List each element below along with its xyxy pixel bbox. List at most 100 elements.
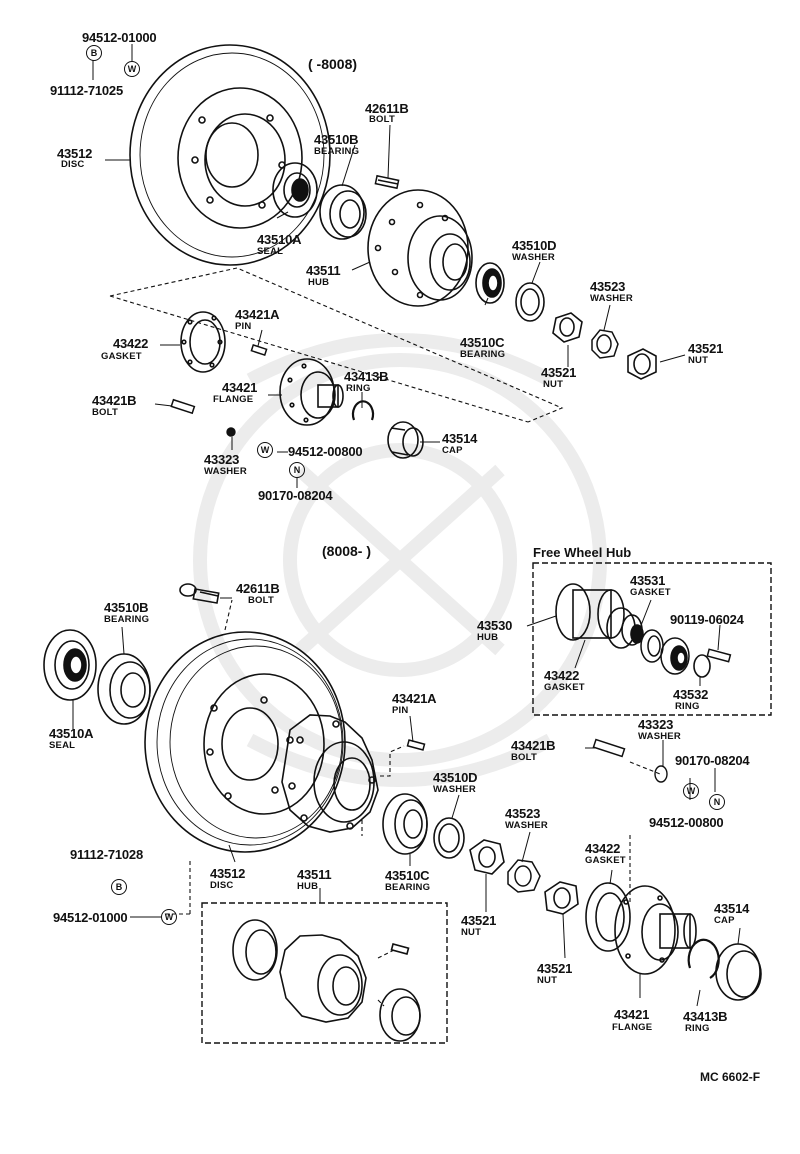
lower-cap [715,943,762,1001]
upper-seal [272,162,318,218]
upper-washer-d [515,282,545,322]
lower-nut-outer-name: NUT [537,975,558,986]
lower-washer-d-partno: 43510D [433,770,478,785]
upper-gasket-partno: 43422 [113,336,149,351]
upper-ring-name: RING [346,383,371,394]
upper-flange-bolt [170,398,196,415]
fw-gasket-top-name: GASKET [630,587,671,598]
lower-disc-name: DISC [210,880,234,891]
upper-bolt-name: BOLT [369,114,395,125]
upper-hardware-94512-label: 94512-01000 [82,30,157,45]
lower-flange-name: FLANGE [612,1022,653,1033]
upper-flange [279,358,344,426]
fw-gasket-bottom-name: GASKET [544,682,585,693]
fw-bolt [706,648,732,663]
lower-gasket [585,882,631,952]
lower-bearing-c [382,793,428,855]
upper-bolt-partno: 42611B [365,101,409,116]
upper-washer-323-partno: 43323 [204,452,240,467]
upper-locking-hub-outline [109,267,564,423]
code-n-icon: N [289,462,305,478]
document-code: MC 6602-F [700,1070,761,1084]
upper-flange-bolt-partno: 43421B [92,393,137,408]
lower-pin [406,739,426,751]
upper-pin-name: PIN [235,321,252,332]
lower-disc-partno: 43512 [210,866,246,881]
upper-nut-inner [552,312,583,343]
code-b-icon: B [111,879,127,895]
upper-nut-inner-partno: 43521 [541,365,577,380]
code-w-icon: W [124,61,140,77]
lower-bearing-b [97,653,151,725]
upper-washer-323-name: WASHER [204,466,247,477]
lower-small-washer [654,765,668,783]
lower-ring-name: RING [685,1023,710,1034]
upper-bearing-c [475,262,505,304]
fw-inner-hub [660,637,690,675]
upper-washer-d-partno: 43510D [512,238,557,253]
upper-pin-partno: 43421A [235,307,280,322]
lower-bolt-name: BOLT [248,595,274,606]
code-w-icon: W [257,442,273,458]
lower-nut-inner-partno: 43521 [461,913,497,928]
upper-bearing-b [319,184,367,240]
upper-flange-bolt-name: BOLT [92,407,118,418]
upper-hub [367,189,473,307]
upper-disc-partno: 43512 [57,146,93,161]
upper-seal-partno: 43510A [257,232,302,247]
upper-lock-washer-partno: 43523 [590,279,626,294]
lower-flange-bolt-partno: 43421B [511,738,556,753]
upper-nut-outer-partno: 43521 [688,341,724,356]
upper-lock-washer-name: WASHER [590,293,633,304]
upper-flange-name: FLANGE [213,394,254,405]
code-w-icon: W [161,909,177,925]
lower-hub-box-parts [232,919,421,1042]
upper-gasket [180,311,226,373]
lower-seal-name: SEAL [49,740,76,751]
upper-pin [250,344,268,356]
watermark-emblem [193,333,607,787]
upper-hardware-90170-label: 90170-08204 [258,488,333,503]
fw-leader-lines [526,599,721,686]
fw-ring-name: RING [675,701,700,712]
lower-hardware-94512-00800-label: 94512-00800 [649,815,724,830]
section-header-lower: (8008- ) [322,543,372,559]
upper-cap-partno: 43514 [442,431,478,446]
lower-nut-outer [544,881,579,915]
lower-hub [281,714,379,833]
lower-nut-inner-name: NUT [461,927,482,938]
upper-small-washer [226,427,236,437]
code-n-icon: N [709,794,725,810]
fw-hub-name: HUB [477,632,499,643]
upper-washer-d-name: WASHER [512,252,555,263]
fw-ring-partno: 43532 [673,687,709,702]
upper-hub-bolt [374,174,400,190]
lower-flange-partno: 43421 [614,1007,650,1022]
code-b-icon: B [86,45,102,61]
upper-hardware-94512-00800-label: 94512-00800 [288,444,363,459]
lower-hub-partno: 43511 [297,867,332,882]
lower-washer-323-name: WASHER [638,731,681,742]
upper-snap-ring [351,400,375,421]
fw-gasket [640,629,664,663]
upper-bearing-b-partno: 43510B [314,132,359,147]
lower-lock-washer-name: WASHER [505,820,548,831]
upper-bearing-b-name: BEARING [314,146,360,157]
upper-lock-washer [591,329,619,359]
lower-bearing-b-name: BEARING [104,614,150,625]
upper-seal-name: SEAL [257,246,284,257]
lower-seal [43,629,97,701]
upper-disc [129,44,331,266]
lower-hardware-91112-label: 91112-71028 [70,847,143,862]
fw-bolt-partno: 90119-06024 [670,612,744,627]
fw-hub-body [555,583,644,649]
upper-nut-inner-name: NUT [543,379,564,390]
upper-bearing-c-partno: 43510C [460,335,505,350]
free-wheel-hub-title: Free Wheel Hub [533,545,632,560]
lower-bearing-c-partno: 43510C [385,868,430,883]
lower-flange-bolt [592,738,626,758]
lower-bearing-c-name: BEARING [385,882,431,893]
lower-flange [614,885,697,975]
lower-hardware-94512-01000-label: 94512-01000 [53,910,128,925]
